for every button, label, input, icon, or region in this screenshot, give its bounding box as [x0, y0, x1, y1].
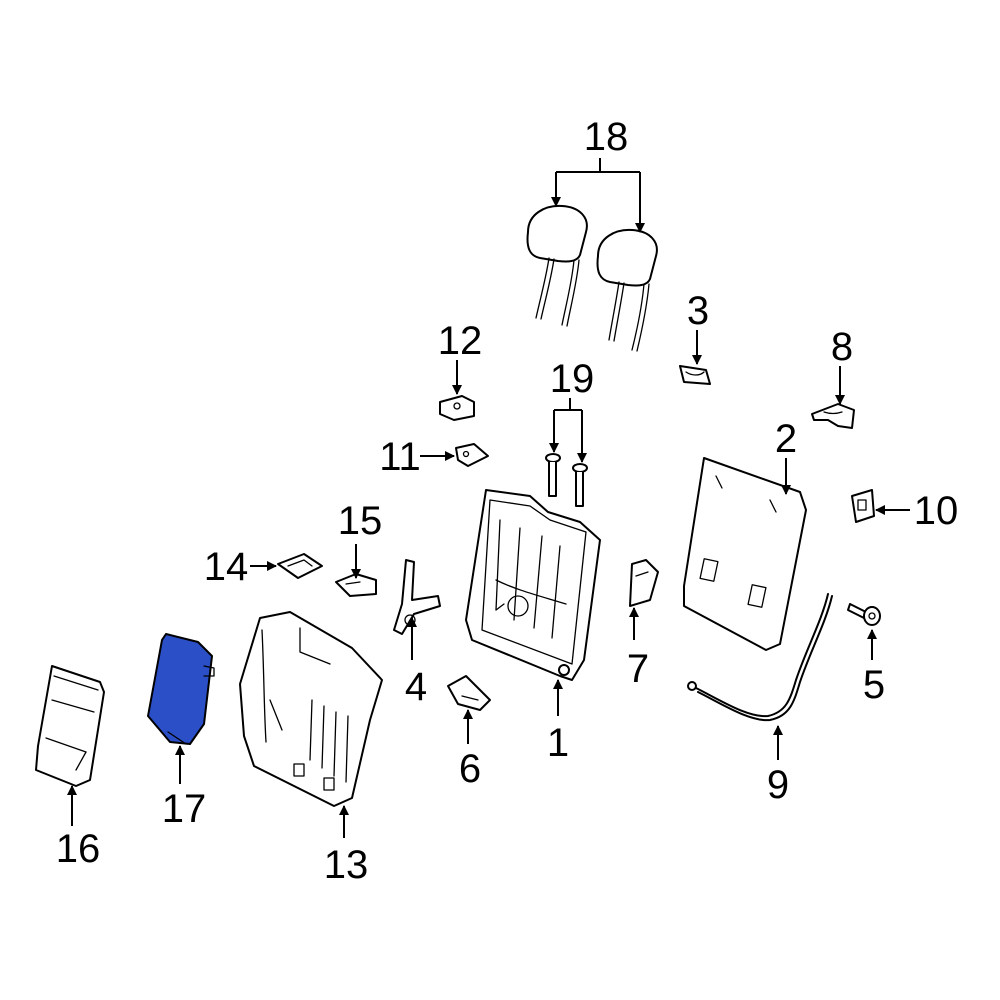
callout-19: 19 [550, 357, 595, 401]
part-13-seat-back-cushion[interactable] [239, 611, 383, 807]
part-8-bracket[interactable] [811, 403, 855, 429]
part-18-headrests[interactable] [526, 204, 658, 352]
callout-6: 6 [459, 747, 481, 791]
part-1-seat-back-frame[interactable] [465, 489, 601, 681]
callout-2: 2 [775, 417, 797, 461]
part-3-clip[interactable] [679, 365, 711, 385]
callout-8: 8 [831, 325, 853, 369]
part-11-clip[interactable] [455, 443, 489, 467]
part-7-bracket[interactable] [629, 559, 659, 607]
part-14-pad[interactable] [277, 553, 323, 579]
callout-12: 12 [438, 319, 483, 363]
part-17-highlighted-panel[interactable] [147, 633, 215, 745]
part-2-seat-back-panel[interactable] [683, 457, 807, 651]
callout-7: 7 [627, 647, 649, 691]
callout-13: 13 [324, 843, 369, 887]
part-16-cover[interactable] [35, 665, 105, 787]
callout-4: 4 [405, 665, 427, 709]
part-9-cable[interactable] [687, 593, 833, 722]
part-12-bracket[interactable] [439, 395, 475, 421]
callout-9: 9 [767, 763, 789, 807]
callout-11: 11 [379, 435, 421, 479]
part-6-block[interactable] [447, 675, 491, 711]
callout-5: 5 [863, 663, 885, 707]
callout-18: 18 [584, 115, 629, 159]
callout-17: 17 [162, 787, 207, 831]
callout-15: 15 [338, 499, 383, 543]
callout-10: 10 [914, 489, 959, 533]
callout-labels: 18 3 8 12 19 11 2 10 14 15 4 5 7 1 6 9 1… [56, 115, 959, 887]
callout-1: 1 [547, 721, 569, 765]
callout-3: 3 [687, 289, 709, 333]
leader-lines [67, 158, 910, 838]
part-19-bolts[interactable] [545, 453, 588, 507]
callout-14: 14 [204, 545, 249, 589]
part-4-hinge[interactable] [393, 559, 441, 635]
part-10-latch[interactable] [851, 489, 875, 523]
callout-16: 16 [56, 827, 101, 871]
part-5-bolt[interactable] [847, 603, 881, 626]
